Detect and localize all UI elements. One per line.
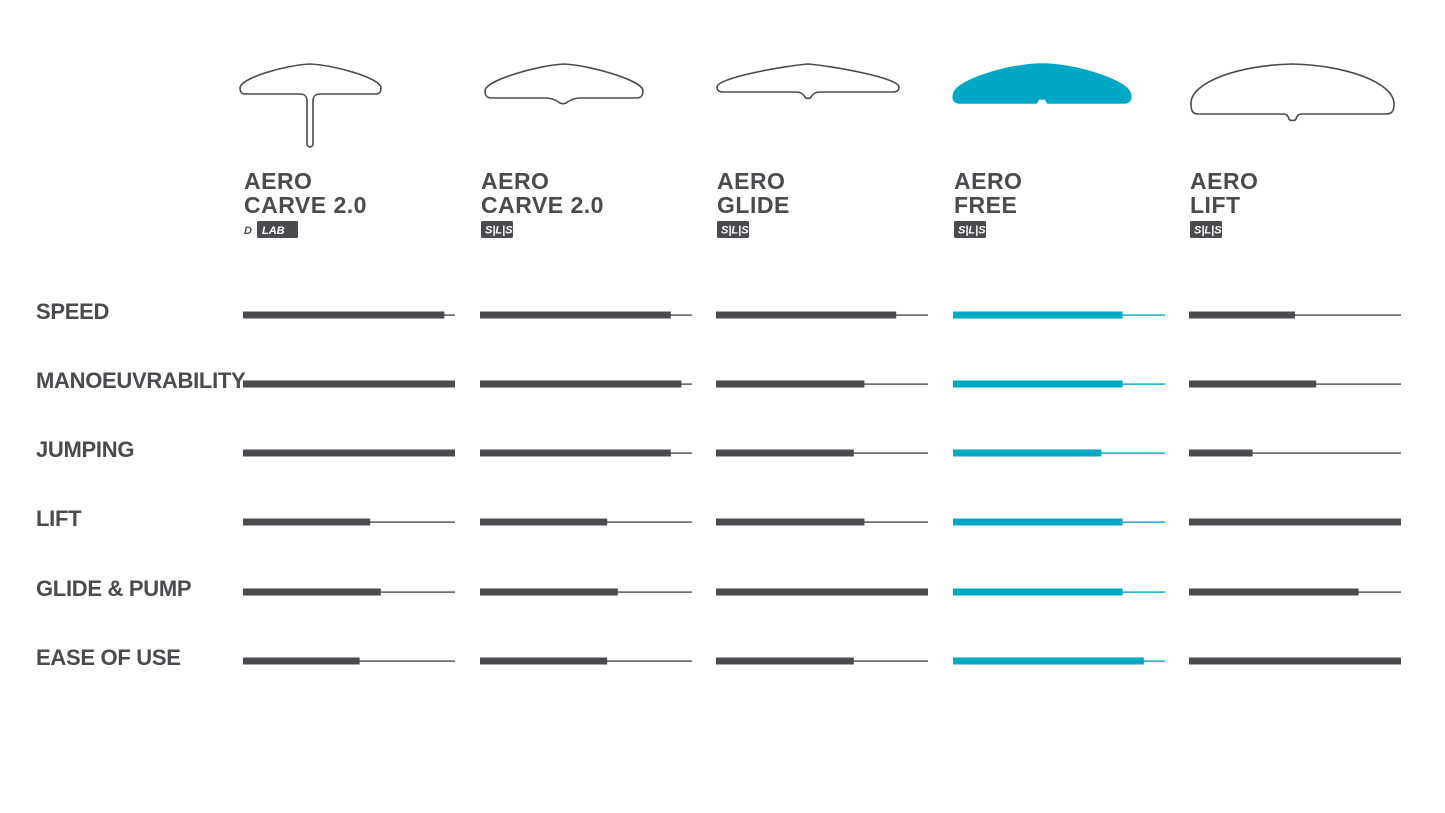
foil-wing-with-mast-icon: [239, 63, 382, 148]
category-labels: SPEED MANOEUVRABILITY JUMPING LIFT GLIDE & P…: [36, 299, 246, 670]
rating-bar: [716, 449, 854, 457]
product-name-line2: CARVE 2.0: [244, 192, 367, 218]
rating-bar: [480, 311, 671, 319]
sls-badge: [1190, 221, 1222, 238]
badge-label: LAB: [262, 225, 285, 237]
rating-bar: [1189, 449, 1253, 457]
rating-bar: [953, 657, 1144, 665]
badge-label: S|L|S: [485, 225, 513, 237]
rating-bar: [1189, 518, 1401, 526]
series-bars: [243, 311, 455, 665]
rating-bar: [953, 311, 1123, 319]
wing-icons: [239, 63, 1395, 148]
rating-bar: [716, 657, 854, 665]
product-name-line1: AERO: [717, 168, 785, 194]
rating-bar: [243, 657, 360, 665]
foil-wing-free-icon: [952, 63, 1132, 104]
rating-bar: [243, 449, 455, 457]
series-bars: [480, 311, 692, 665]
foil-wing-carve-icon: [484, 63, 644, 105]
rating-bar: [1189, 380, 1317, 388]
series-bars: [953, 311, 1165, 665]
category-label: JUMPING: [36, 437, 134, 462]
product-name-line2: GLIDE: [717, 192, 790, 218]
badge-label: S|L|S: [958, 225, 986, 237]
rating-bar: [480, 518, 608, 526]
badge-prefix: D: [244, 225, 252, 237]
category-label: SPEED: [36, 299, 109, 324]
product-name-line1: AERO: [954, 168, 1022, 194]
rating-bar: [243, 588, 381, 596]
rating-bar: [1189, 588, 1359, 596]
rating-bar: [480, 380, 682, 388]
rating-bar: [243, 518, 371, 526]
category-label: GLIDE & PUMP: [36, 576, 191, 601]
badge-label: S|L|S: [721, 225, 749, 237]
product-name-line1: AERO: [481, 168, 549, 194]
rating-track: [1189, 452, 1401, 454]
badge-label: S|L|S: [1194, 225, 1222, 237]
rating-bar: [243, 311, 445, 319]
sls-badge: [481, 221, 513, 238]
series-bars: [716, 311, 928, 665]
rating-bar: [716, 518, 865, 526]
sls-badge: [717, 221, 749, 238]
product-name-line2: CARVE 2.0: [481, 192, 604, 218]
foil-wing-glide-icon: [716, 63, 900, 100]
rating-bar: [953, 380, 1123, 388]
rating-bar: [243, 380, 455, 388]
rating-bar: [1189, 311, 1295, 319]
rating-bar: [480, 657, 608, 665]
category-label: EASE OF USE: [36, 645, 181, 670]
rating-bar: [480, 588, 618, 596]
product-name-line1: AERO: [1190, 168, 1258, 194]
rating-bar: [953, 518, 1123, 526]
rating-bar: [953, 588, 1123, 596]
product-name-line2: LIFT: [1190, 192, 1241, 218]
category-label: LIFT: [36, 506, 82, 531]
product-name-line2: FREE: [954, 192, 1017, 218]
rating-bar: [716, 380, 865, 388]
rating-bar: [716, 311, 897, 319]
foil-wing-lift-icon: [1190, 63, 1395, 122]
series-bars: [1189, 311, 1401, 665]
rating-bar: [480, 449, 671, 457]
dlab-badge: [257, 221, 298, 238]
rating-bars: [243, 311, 1401, 665]
sls-badge: [954, 221, 986, 238]
product-name-line1: AERO: [244, 168, 312, 194]
rating-bar: [1189, 657, 1401, 665]
rating-bar: [716, 588, 928, 596]
category-label: MANOEUVRABILITY: [36, 368, 246, 393]
rating-bar: [953, 449, 1102, 457]
